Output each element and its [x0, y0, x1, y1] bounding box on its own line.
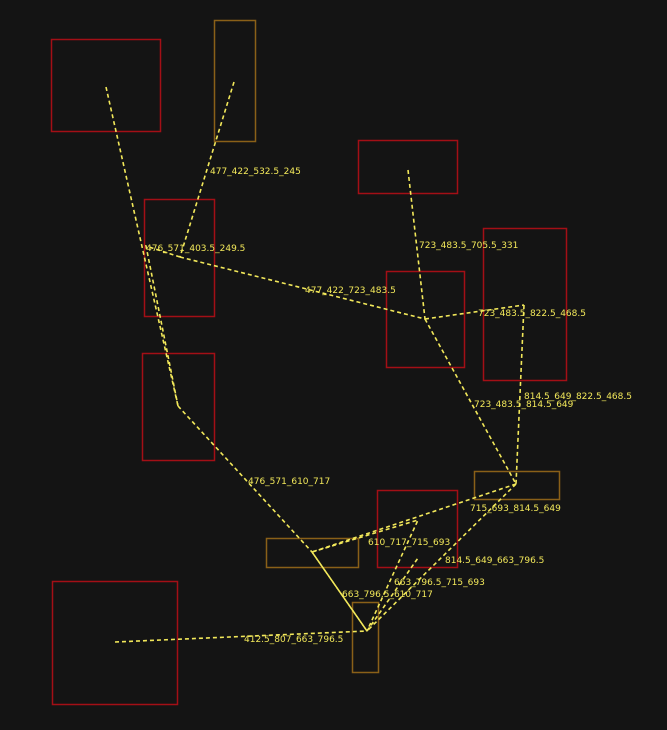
- edge-label: 477_422_532.5_245: [210, 167, 301, 177]
- box-r8: [51, 580, 179, 706]
- edge-r3-r5: [407, 169, 426, 320]
- edge-label: 412.5_807_663_796.5: [244, 635, 343, 645]
- edge-r1-r4: [105, 86, 179, 407]
- box-r3: [357, 139, 459, 195]
- edge-r8-b4: [114, 630, 368, 643]
- edge-label: 723_483.5_705.5_331: [419, 241, 518, 251]
- edge-label: 814.5_649_822.5_468.5: [524, 392, 632, 402]
- edge-label: 610_717_715_693: [368, 538, 450, 548]
- edge-label: 814.5_649_663_796.5: [445, 556, 544, 566]
- edge-r5-b2: [424, 318, 517, 485]
- edge-r2-r5: [179, 256, 426, 320]
- box-r1: [50, 38, 162, 133]
- box-b3: [265, 537, 360, 569]
- edge-b4-r7: [366, 557, 419, 632]
- edge-label: 715_693_814.5_649: [470, 504, 561, 514]
- edge-b1-r2: [179, 81, 235, 258]
- box-r5: [385, 270, 466, 369]
- box-b2: [473, 470, 561, 501]
- box-r6: [482, 227, 568, 382]
- edge-r4-b4: [177, 405, 368, 632]
- box-r4: [141, 352, 216, 462]
- edge-r6-b2: [515, 304, 525, 485]
- edge-b3-b4: [311, 551, 368, 632]
- edge-r5-r6: [424, 304, 525, 320]
- box-b1: [213, 19, 257, 143]
- box-b4: [351, 601, 380, 674]
- edge-label: 663_796.5_715_693: [394, 578, 485, 588]
- edge-b3-r7: [311, 518, 420, 632]
- edge-label: 476_571_610_717: [248, 477, 330, 487]
- box-r7: [376, 489, 459, 569]
- edge-label: 476_571_403.5_249.5: [146, 244, 245, 254]
- box-r2: [143, 198, 216, 318]
- edge-r2-r6: [144, 244, 181, 407]
- edge-label: 663_796.5_610_717: [342, 590, 433, 600]
- edge-label: 723_483.5_814.5_649: [474, 400, 574, 410]
- edge-label: 477_422_723_483.5: [305, 286, 396, 296]
- edge-b2-b3: [311, 483, 517, 553]
- edge-label: 723_483.5_822.5_468.5: [478, 309, 586, 319]
